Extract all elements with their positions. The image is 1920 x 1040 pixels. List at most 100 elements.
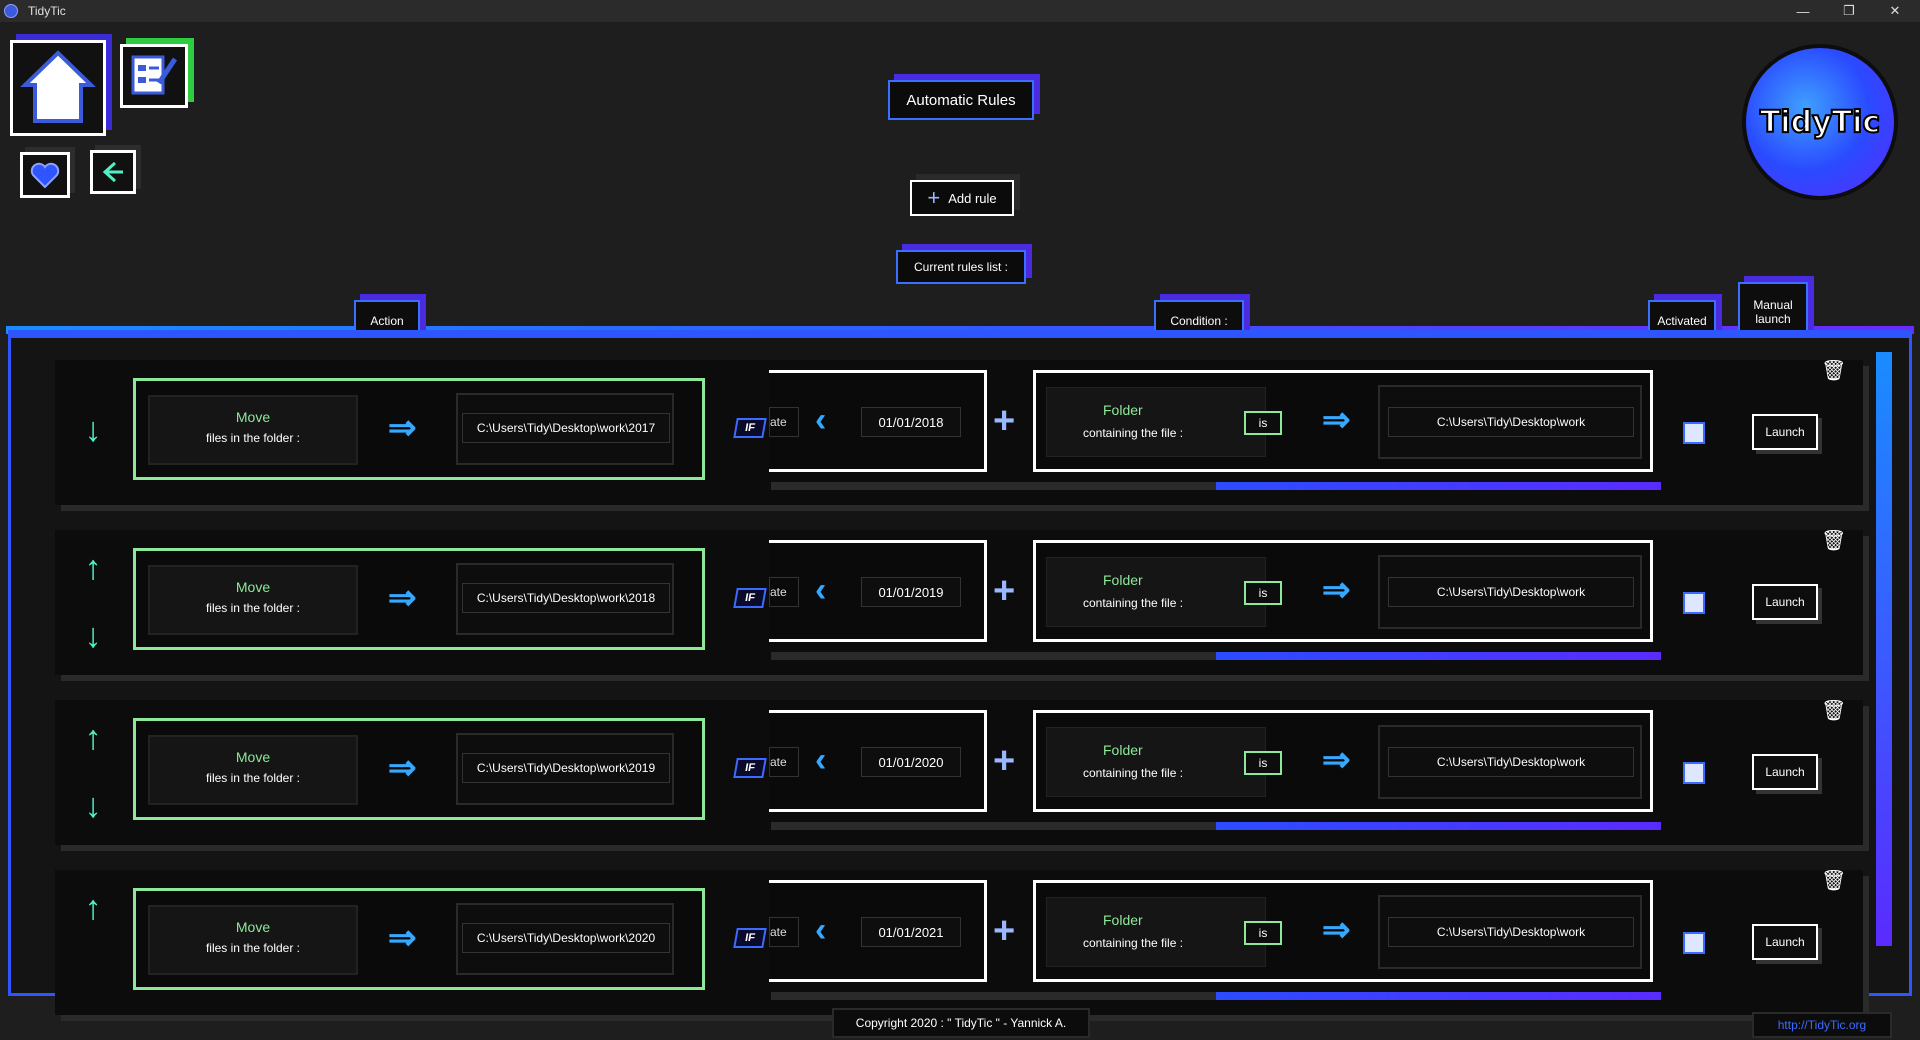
target-folder-input[interactable]: C:\Users\Tidy\Desktop\work\2018	[462, 583, 670, 613]
action-label: Move files in the folder :	[148, 905, 358, 975]
date-input[interactable]: 01/01/2021	[861, 917, 961, 947]
action-subtitle: files in the folder :	[205, 431, 301, 445]
if-icon: IF	[733, 758, 767, 778]
favorite-button[interactable]	[20, 152, 70, 198]
rule-progress-bar	[771, 822, 1661, 830]
condition-date-box: ate ‹ 01/01/2021	[769, 880, 987, 982]
move-up-icon[interactable]: ↑	[84, 549, 102, 587]
progress-fill	[1216, 482, 1661, 490]
rules-list-label: Current rules list :	[896, 250, 1026, 284]
target-folder-field: C:\Users\Tidy\Desktop\work\2017	[456, 393, 674, 465]
condition-type: Folder	[1103, 912, 1143, 928]
condition-date-box: ate ‹ 01/01/2020	[769, 710, 987, 812]
trash-icon[interactable]: 🗑	[1821, 530, 1847, 552]
activated-checkbox[interactable]	[1683, 932, 1705, 954]
close-button[interactable]: ✕	[1889, 3, 1901, 18]
double-arrow-icon: ⇒	[388, 919, 417, 957]
add-rule-button[interactable]: + Add rule	[910, 180, 1014, 216]
source-folder-field: C:\Users\Tidy\Desktop\work	[1378, 555, 1642, 629]
condition-subtitle: containing the file :	[1083, 596, 1184, 610]
add-condition-icon[interactable]: +	[993, 570, 1016, 612]
app-icon	[4, 4, 18, 18]
move-up-icon[interactable]: ↑	[84, 719, 102, 757]
restore-button[interactable]: ❐	[1843, 3, 1855, 18]
target-folder-field: C:\Users\Tidy\Desktop\work\2020	[456, 903, 674, 975]
date-type-field[interactable]: ate	[769, 917, 799, 947]
move-down-icon[interactable]: ↓	[84, 617, 102, 655]
trash-icon[interactable]: 🗑	[1821, 870, 1847, 892]
operator-select[interactable]: is	[1244, 921, 1282, 945]
action-box: Move files in the folder : ⇒ C:\Users\Tidy\…	[133, 888, 705, 990]
minimize-button[interactable]: —	[1796, 3, 1810, 19]
target-folder-input[interactable]: C:\Users\Tidy\Desktop\work\2020	[462, 923, 670, 953]
condition-type: Folder	[1103, 402, 1143, 418]
less-than-icon[interactable]: ‹	[815, 911, 827, 949]
add-condition-icon[interactable]: +	[993, 740, 1016, 782]
double-arrow-icon: ⇒	[1322, 741, 1351, 779]
date-type-field[interactable]: ate	[769, 747, 799, 777]
progress-fill	[1216, 822, 1661, 830]
operator-select[interactable]: is	[1244, 411, 1282, 435]
source-folder-input[interactable]: C:\Users\Tidy\Desktop\work	[1388, 577, 1634, 607]
date-input[interactable]: 01/01/2020	[861, 747, 961, 777]
source-folder-input[interactable]: C:\Users\Tidy\Desktop\work	[1388, 407, 1634, 437]
add-condition-icon[interactable]: +	[993, 910, 1016, 952]
action-subtitle: files in the folder :	[205, 941, 301, 955]
rules-button[interactable]	[120, 44, 188, 108]
add-rule-label: Add rule	[948, 190, 997, 206]
add-condition-icon[interactable]: +	[993, 400, 1016, 442]
rule-progress-bar	[771, 652, 1661, 660]
launch-button[interactable]: Launch	[1752, 414, 1818, 450]
date-type-field[interactable]: ate	[769, 407, 799, 437]
move-down-icon[interactable]: ↓	[84, 787, 102, 825]
trash-icon[interactable]: 🗑	[1821, 700, 1847, 722]
rule-progress-bar	[771, 992, 1661, 1000]
less-than-icon[interactable]: ‹	[815, 401, 827, 439]
operator-select[interactable]: is	[1244, 751, 1282, 775]
logo-text: TidyTic	[1759, 104, 1881, 141]
less-than-icon[interactable]: ‹	[815, 741, 827, 779]
move-up-icon[interactable]: ↑	[84, 889, 102, 927]
launch-button[interactable]: Launch	[1752, 924, 1818, 960]
tidytic-logo: TidyTic	[1742, 44, 1898, 200]
source-folder-field: C:\Users\Tidy\Desktop\work	[1378, 385, 1642, 459]
website-link[interactable]: http://TidyTic.org	[1752, 1012, 1892, 1038]
home-icon	[20, 50, 96, 123]
back-button[interactable]	[90, 150, 136, 194]
activated-checkbox[interactable]	[1683, 592, 1705, 614]
scrollbar[interactable]	[1876, 352, 1892, 946]
date-input[interactable]: 01/01/2018	[861, 407, 961, 437]
launch-button[interactable]: Launch	[1752, 584, 1818, 620]
operator-select[interactable]: is	[1244, 581, 1282, 605]
double-arrow-icon: ⇒	[1322, 571, 1351, 609]
plus-icon: +	[927, 185, 941, 210]
if-icon: IF	[733, 588, 767, 608]
target-folder-input[interactable]: C:\Users\Tidy\Desktop\work\2017	[462, 413, 670, 443]
action-type: Move	[235, 749, 271, 765]
source-folder-field: C:\Users\Tidy\Desktop\work	[1378, 725, 1642, 799]
home-button[interactable]	[10, 40, 106, 136]
source-folder-input[interactable]: C:\Users\Tidy\Desktop\work	[1388, 917, 1634, 947]
target-folder-input[interactable]: C:\Users\Tidy\Desktop\work\2019	[462, 753, 670, 783]
launch-button[interactable]: Launch	[1752, 754, 1818, 790]
date-input[interactable]: 01/01/2019	[861, 577, 961, 607]
move-down-icon[interactable]: ↓	[84, 411, 102, 449]
action-type: Move	[235, 919, 271, 935]
source-folder-input[interactable]: C:\Users\Tidy\Desktop\work	[1388, 747, 1634, 777]
rules-panel: ↓ Move files in the folder : ⇒ C:\Users\Tidy…	[8, 330, 1912, 1015]
activated-checkbox[interactable]	[1683, 762, 1705, 784]
action-type: Move	[235, 579, 271, 595]
trash-icon[interactable]: 🗑	[1821, 360, 1847, 382]
less-than-icon[interactable]: ‹	[815, 571, 827, 609]
date-type-field[interactable]: ate	[769, 577, 799, 607]
activated-checkbox[interactable]	[1683, 422, 1705, 444]
target-folder-field: C:\Users\Tidy\Desktop\work\2018	[456, 563, 674, 635]
